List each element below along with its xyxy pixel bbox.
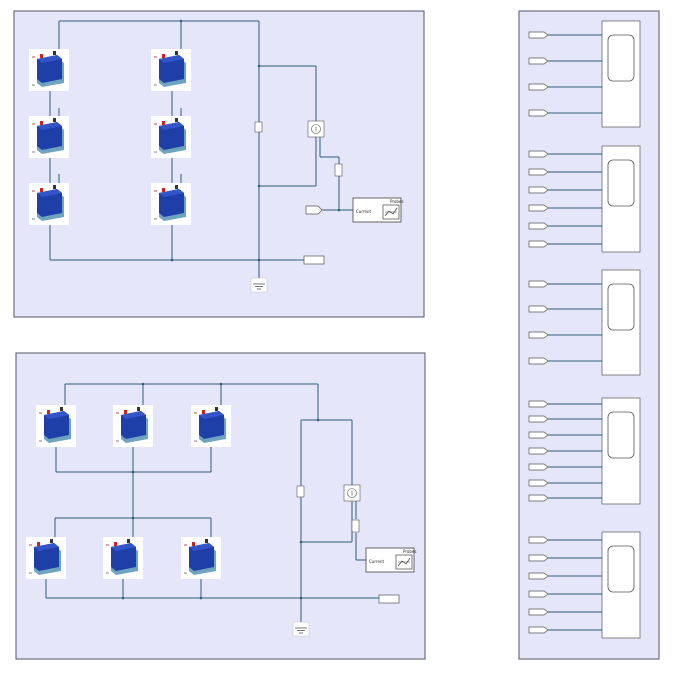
port-group: [528, 145, 641, 253]
battery-icon[interactable]: [190, 404, 232, 448]
input-port[interactable]: [528, 150, 549, 158]
input-port[interactable]: [528, 590, 549, 598]
probe-title: Probes: [403, 549, 416, 554]
output-port[interactable]: [303, 255, 325, 265]
battery-icon[interactable]: [112, 404, 154, 448]
voltage-sensor[interactable]: [296, 485, 305, 498]
input-port[interactable]: [528, 463, 549, 471]
input-port[interactable]: [528, 447, 549, 455]
battery-icon[interactable]: [150, 115, 192, 159]
input-port[interactable]: [528, 536, 549, 544]
input-port[interactable]: [528, 572, 549, 580]
input-port[interactable]: [528, 83, 549, 91]
port-group: [528, 269, 641, 376]
input-port[interactable]: [528, 280, 549, 288]
port-group: [528, 20, 641, 128]
battery-icon[interactable]: [28, 48, 70, 92]
input-port[interactable]: [528, 626, 549, 634]
current-sensor-icon[interactable]: [307, 120, 325, 138]
top-diagram: Probes Current: [13, 10, 425, 318]
input-port[interactable]: [528, 357, 549, 365]
output-port[interactable]: [378, 594, 400, 604]
probe-block[interactable]: Probes Current: [365, 547, 416, 573]
battery-icon[interactable]: [150, 48, 192, 92]
input-port[interactable]: [528, 400, 549, 408]
battery-icon[interactable]: [28, 182, 70, 226]
display-icon: [607, 283, 635, 331]
display-icon: [607, 34, 635, 82]
input-port[interactable]: [528, 31, 549, 39]
battery-icon[interactable]: [180, 536, 222, 580]
input-port[interactable]: [528, 222, 549, 230]
input-port[interactable]: [528, 186, 549, 194]
input-port[interactable]: [528, 305, 549, 313]
input-port[interactable]: [528, 494, 549, 502]
input-port[interactable]: [528, 204, 549, 212]
input-port[interactable]: [528, 331, 549, 339]
battery-icon[interactable]: [102, 536, 144, 580]
voltage-sensor[interactable]: [254, 121, 263, 133]
input-port[interactable]: [528, 431, 549, 439]
ground-icon[interactable]: [292, 621, 310, 637]
probe-input-label: Current: [369, 559, 384, 564]
battery-icon[interactable]: [28, 115, 70, 159]
port-group: [528, 531, 641, 639]
probe-input-label: Current: [356, 209, 371, 214]
battery-icon[interactable]: [35, 404, 77, 448]
input-port[interactable]: [528, 415, 549, 423]
display-icon: [607, 411, 635, 459]
current-sensor-icon[interactable]: [343, 484, 361, 502]
ground-icon[interactable]: [250, 277, 268, 293]
input-port[interactable]: [528, 479, 549, 487]
input-port[interactable]: [528, 168, 549, 176]
signal-converter[interactable]: [334, 163, 343, 177]
top-diagram-frame: [13, 10, 425, 318]
display-icon: [607, 159, 635, 207]
probe-title: Probes: [390, 199, 403, 204]
input-port[interactable]: [528, 554, 549, 562]
input-port[interactable]: [528, 608, 549, 616]
bottom-wiring: [45, 382, 379, 622]
input-port[interactable]: [528, 240, 549, 248]
battery-icon[interactable]: [25, 536, 67, 580]
probe-block[interactable]: Probes Current: [352, 197, 403, 223]
signal-converter[interactable]: [351, 519, 360, 533]
input-port[interactable]: [528, 57, 549, 65]
input-port[interactable]: [305, 205, 323, 215]
port-group: [528, 397, 641, 505]
bottom-diagram: Probes Current: [15, 352, 426, 660]
port-panel: [518, 10, 660, 660]
input-port[interactable]: [528, 109, 549, 117]
display-icon: [607, 545, 635, 593]
battery-icon[interactable]: [150, 182, 192, 226]
